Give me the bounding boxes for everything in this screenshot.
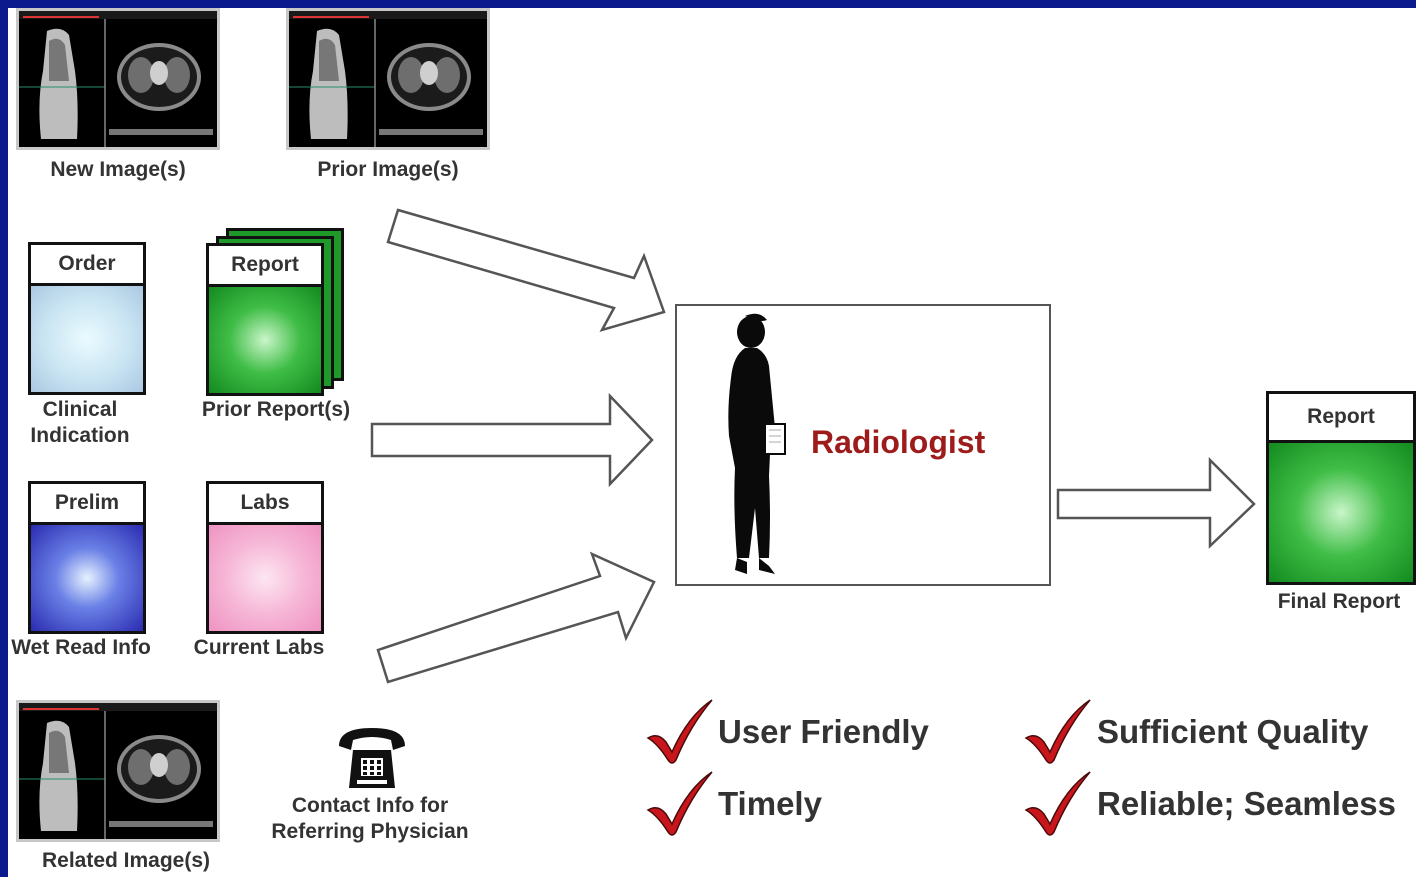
final-report-caption: Final Report <box>1277 590 1401 613</box>
ct-scan-thumbnail-icon <box>19 11 217 147</box>
radiologist-label: Radiologist <box>811 424 986 460</box>
checkmark-icon <box>1024 771 1091 836</box>
labs-caption: Current Labs <box>193 636 325 659</box>
ct-scan-thumbnail-icon <box>19 703 217 839</box>
labs-card: Labs <box>206 481 324 634</box>
arrow-right-icon <box>370 392 654 488</box>
labs-card-fill <box>209 525 321 631</box>
checklist-item-timely: Timely <box>718 785 822 822</box>
prior-report-card-header: Report <box>209 246 321 287</box>
checkmark-icon <box>646 771 713 836</box>
order-caption-line2: Indication <box>30 424 130 447</box>
arrow-right-icon <box>386 208 666 333</box>
prelim-card-header: Prelim <box>31 484 143 525</box>
labs-card-header: Labs <box>209 484 321 525</box>
prior-image-thumbnail <box>286 8 490 150</box>
prelim-card-fill <box>31 525 143 631</box>
prior-report-card-fill <box>209 287 321 393</box>
new-images-label: New Image(s) <box>50 158 186 181</box>
order-caption-line1: Clinical <box>42 398 118 421</box>
contact-caption-line2: Referring Physician <box>271 820 469 843</box>
checkmark-icon <box>1024 699 1091 764</box>
related-images-label: Related Image(s) <box>41 849 211 872</box>
prelim-card: Prelim <box>28 481 146 634</box>
radiologist-box: Radiologist <box>675 304 1051 586</box>
prior-report-card: Report <box>206 243 324 396</box>
telephone-icon <box>339 728 405 788</box>
related-image-thumbnail <box>16 700 220 842</box>
arrow-right-icon <box>1056 456 1256 549</box>
order-card: Order <box>28 242 146 395</box>
prior-images-label: Prior Image(s) <box>317 158 459 181</box>
radiologist-silhouette-icon <box>728 313 786 574</box>
checkmark-icon <box>646 699 713 764</box>
prelim-caption: Wet Read Info <box>11 636 151 659</box>
ct-scan-thumbnail-icon <box>289 11 487 147</box>
final-report-card-header: Report <box>1269 394 1413 443</box>
checklist-item-reliable-seamless: Reliable; Seamless <box>1097 785 1396 822</box>
order-card-header: Order <box>31 245 143 286</box>
checklist-item-sufficient-quality: Sufficient Quality <box>1097 713 1369 750</box>
order-card-fill <box>31 286 143 392</box>
prior-report-caption: Prior Report(s) <box>201 398 351 421</box>
checklist-item-user-friendly: User Friendly <box>718 713 929 750</box>
final-report-card: Report <box>1266 391 1416 585</box>
final-report-card-fill <box>1269 443 1413 582</box>
new-image-thumbnail <box>16 8 220 150</box>
contact-caption-line1: Contact Info for <box>291 794 449 817</box>
workflow-diagram: New Image(s) Prior Image(s) <box>8 8 1416 877</box>
arrow-right-icon <box>376 551 656 684</box>
